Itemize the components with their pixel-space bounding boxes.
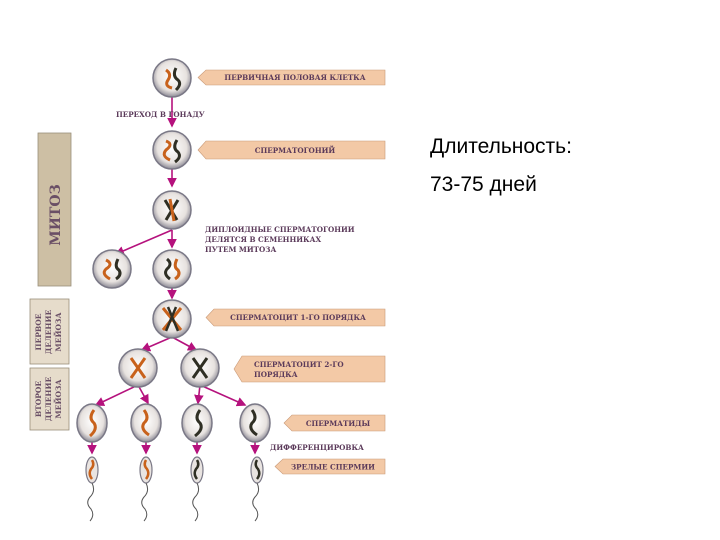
meiosis1-label-line2: ДЕЛЕНИЕ <box>44 309 53 354</box>
meiosis2-label-line1: ВТОРОЕ <box>34 381 43 418</box>
spermatogonium-daughter-left <box>92 249 132 289</box>
mature-sperm-1 <box>85 456 99 522</box>
spermatid-cell-3 <box>181 403 213 443</box>
label-spermatocyte1: СПЕРМАТОЦИТ 1-ГО ПОРЯДКА <box>205 308 386 327</box>
mature-sperm-text: ЗРЕЛЫЕ СПЕРМИИ <box>291 463 375 472</box>
primary-germ-cell-text: ПЕРВИЧНАЯ ПОЛОВАЯ КЛЕТКА <box>224 73 365 82</box>
label-primary-germ-cell: ПЕРВИЧНАЯ ПОЛОВАЯ КЛЕТКА <box>197 69 386 86</box>
differentiation-text: ДИФФЕРЕНЦИРОВКА <box>270 443 364 452</box>
spermatogonium-cell <box>152 130 192 170</box>
meiosis1-label-line1: ПЕРВОЕ <box>34 313 43 350</box>
meiosis1-side-panel: ПЕРВОЕ ДЕЛЕНИЕ МЕЙОЗА <box>29 298 70 365</box>
mitosis-side-panel: МИТОЗ <box>37 132 72 287</box>
label-spermatids: СПЕРМАТИДЫ <box>283 414 386 432</box>
diploid-note-line2: ДЕЛЯТСЯ В СЕМЕННИКАХ <box>205 235 321 244</box>
spermatogonium-daughter-right <box>152 249 192 289</box>
mature-sperm-4 <box>250 456 264 522</box>
spermatocyte2-cell-right <box>180 348 220 388</box>
label-mature-sperm: ЗРЕЛЫЕ СПЕРМИИ <box>274 458 386 475</box>
mitosis-label: МИТОЗ <box>48 184 64 245</box>
spermatocyte1-cell <box>152 299 192 339</box>
spermatocyte2-line1: СПЕРМАТОЦИТ 2-ГО <box>254 360 344 369</box>
spermatocyte1-text: СПЕРМАТОЦИТ 1-ГО ПОРЯДКА <box>230 313 366 322</box>
diploid-note-line1: ДИПЛОИДНЫЕ СПЕРМАТОГОНИИ <box>205 225 355 234</box>
primary-germ-cell <box>152 58 192 98</box>
lineage-arrows <box>87 97 260 455</box>
spermatocyte2-cell-left <box>118 348 158 388</box>
spermatid-cell-1 <box>76 403 108 443</box>
spermatid-cell-2 <box>130 403 162 443</box>
duration-title: Длительность: <box>430 135 572 158</box>
spermatids-text: СПЕРМАТИДЫ <box>306 419 371 428</box>
duration-block: Длительность: 73-75 дней <box>430 128 572 204</box>
meiosis1-label-line3: МЕЙОЗА <box>53 312 63 352</box>
mature-sperm-2 <box>139 456 153 522</box>
diploid-note-line3: ПУТЕМ МИТОЗА <box>205 245 276 254</box>
dividing-spermatogonium-cell <box>152 190 192 230</box>
label-spermatogonium: СПЕРМАТОГОНИЙ <box>197 140 386 160</box>
spermatid-cell-4 <box>239 403 271 443</box>
spermatogonium-text: СПЕРМАТОГОНИЙ <box>255 145 336 155</box>
meiosis2-label-line2: ДЕЛЕНИЕ <box>44 376 53 421</box>
mature-sperm-3 <box>190 456 204 522</box>
meiosis2-side-panel: ВТОРОЕ ДЕЛЕНИЕ МЕЙОЗА <box>29 367 70 431</box>
spermatocyte2-line2: ПОРЯДКА <box>254 370 298 379</box>
label-spermatocyte2: СПЕРМАТОЦИТ 2-ГО ПОРЯДКА <box>233 355 386 383</box>
transition-text: ПЕРЕХОД В ГОНАДУ <box>116 110 205 119</box>
duration-value: 73-75 дней <box>430 173 537 196</box>
meiosis2-label-line3: МЕЙОЗА <box>53 379 63 419</box>
